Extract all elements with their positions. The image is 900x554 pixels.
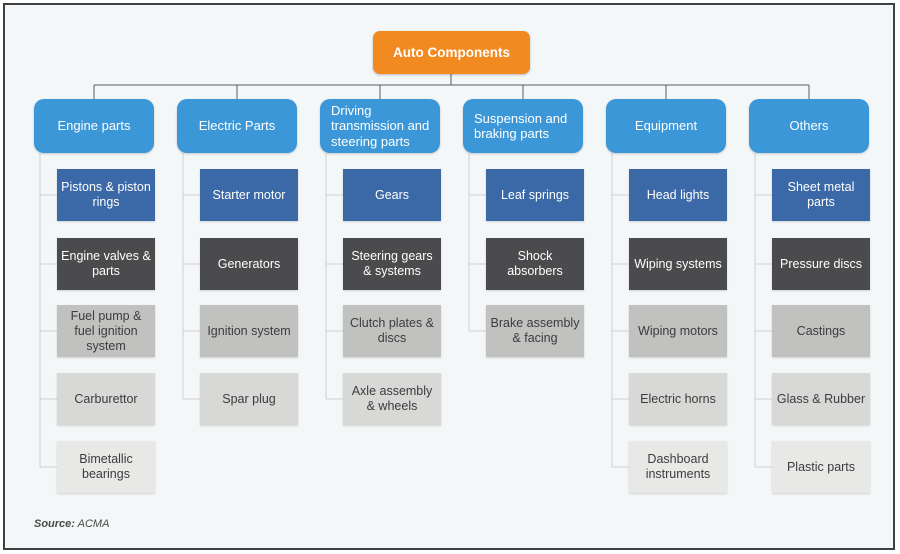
node-axle-assembly-wheels: Axle assembly & wheels (343, 373, 441, 425)
node-steering-gears-systems: Steering gears & systems (343, 238, 441, 290)
source-value: ACMA (77, 518, 110, 530)
node-pressure-discs: Pressure discs (772, 238, 870, 290)
node-plastic-parts: Plastic parts (772, 441, 870, 493)
node-wiping-systems: Wiping systems (629, 238, 727, 290)
branch-header-electric-parts: Electric Parts (177, 99, 297, 153)
node-pistons-piston-rings: Pistons & piston rings (57, 169, 155, 221)
node-glass-rubber: Glass & Rubber (772, 373, 870, 425)
node-gears: Gears (343, 169, 441, 221)
node-leaf-springs: Leaf springs (486, 169, 584, 221)
node-ignition-system: Ignition system (200, 305, 298, 357)
node-shock-absorbers: Shock absorbers (486, 238, 584, 290)
source-note: Source: ACMA (34, 518, 109, 530)
node-fuel-pump-fuel-ignition-system: Fuel pump & fuel ignition system (57, 305, 155, 357)
branch-header-engine-parts: Engine parts (34, 99, 154, 153)
node-engine-valves-parts: Engine valves & parts (57, 238, 155, 290)
node-sheet-metal-parts: Sheet metal parts (772, 169, 870, 221)
node-wiping-motors: Wiping motors (629, 305, 727, 357)
node-electric-horns: Electric horns (629, 373, 727, 425)
node-brake-assembly-facing: Brake assembly & facing (486, 305, 584, 357)
node-clutch-plates-discs: Clutch plates & discs (343, 305, 441, 357)
node-spar-plug: Spar plug (200, 373, 298, 425)
node-starter-motor: Starter motor (200, 169, 298, 221)
node-generators: Generators (200, 238, 298, 290)
source-label: Source: (34, 518, 75, 530)
root-node-auto-components: Auto Components (373, 31, 530, 74)
node-bimetallic-bearings: Bimetallic bearings (57, 441, 155, 493)
diagram-canvas: Auto Components Engine parts Pistons & p… (5, 5, 893, 548)
branch-header-equipment: Equipment (606, 99, 726, 153)
node-head-lights: Head lights (629, 169, 727, 221)
node-dashboard-instruments: Dashboard instruments (629, 441, 727, 493)
diagram-frame: Auto Components Engine parts Pistons & p… (3, 3, 895, 550)
node-castings: Castings (772, 305, 870, 357)
branch-header-suspension-braking: Suspension and braking parts (463, 99, 583, 153)
branch-header-driving-transmission-steering: Driving transmission and steering parts (320, 99, 440, 153)
node-carburettor: Carburettor (57, 373, 155, 425)
branch-header-others: Others (749, 99, 869, 153)
